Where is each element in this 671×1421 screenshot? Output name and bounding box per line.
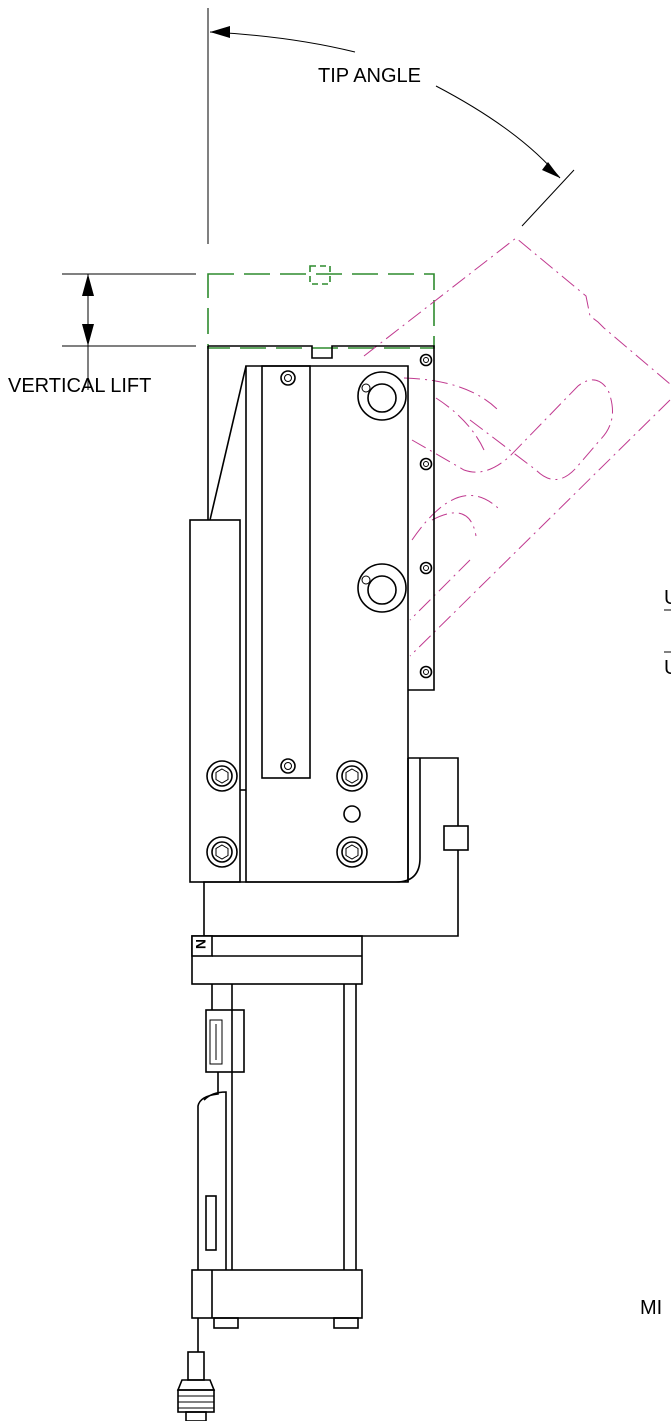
connector-flare <box>176 1379 216 1391</box>
connector-tip <box>185 1411 207 1421</box>
side-block <box>189 519 241 883</box>
tipped-slot-curve <box>411 379 613 480</box>
tip-angle-dimension: TIP ANGLE <box>207 8 575 244</box>
hex-socket-screw-icon <box>206 836 238 868</box>
tipped-slot-upper-a <box>403 377 501 413</box>
foot-right <box>333 1317 359 1329</box>
cable-run <box>197 1072 219 1270</box>
connector-body <box>177 1389 215 1413</box>
edge-screws <box>419 353 433 679</box>
tilted-reference-line <box>521 169 575 227</box>
lifted-tab-outline <box>309 265 331 285</box>
tip-angle-arc-left <box>209 31 356 53</box>
lifted-position-outline <box>207 265 435 349</box>
switch-block <box>205 1009 245 1073</box>
tip-angle-arc-right <box>435 85 561 179</box>
switch-face <box>209 1019 223 1065</box>
upper-clamp <box>191 935 363 985</box>
pivot-knob-upper <box>357 371 407 421</box>
connector-strain-relief <box>187 1351 205 1381</box>
screw-icon <box>284 374 292 382</box>
foot-left <box>213 1317 239 1329</box>
dowel-hole <box>343 805 361 823</box>
lift-arrowhead-down <box>82 324 94 346</box>
screw-icon <box>280 758 296 774</box>
clipped-note-bottom: MI <box>640 1297 662 1319</box>
sensor-block <box>443 825 469 851</box>
hex-socket-screw-icon <box>206 760 238 792</box>
tipped-slot-upper-b <box>435 397 485 451</box>
tip-angle-arrowhead-right <box>542 162 560 178</box>
cable-clip <box>205 1195 217 1251</box>
clipped-note-upper: U <box>664 587 671 609</box>
n-marker-glyph: N <box>193 939 209 949</box>
clipped-note-lower: U <box>664 657 671 679</box>
tip-angle-arrowhead-left <box>210 26 230 38</box>
tip-plate-bevel <box>209 365 247 521</box>
hex-socket-screw-icon <box>336 836 368 868</box>
tipped-plate-inner-edge <box>409 559 471 621</box>
lift-column: N <box>191 935 363 1329</box>
screw-icon <box>280 370 296 386</box>
n-marker <box>191 935 213 957</box>
tip-plate <box>245 365 409 883</box>
tipped-plate-right-edge <box>409 399 671 657</box>
cable-guard <box>203 1091 227 1270</box>
pivot-knob-lower <box>357 563 407 613</box>
base-plate-top-edge <box>208 345 435 691</box>
hex-socket-screw-icon <box>336 760 368 792</box>
tip-angle-label: TIP ANGLE <box>318 65 421 87</box>
tip-plate-assembly <box>189 345 435 883</box>
tipped-position-outline <box>363 237 671 657</box>
tipped-plate-top-edge <box>363 237 671 385</box>
bracket-body <box>203 757 459 937</box>
clipped-right-notes: U U MI <box>640 587 671 1319</box>
vertical-lift-label: VERTICAL LIFT <box>8 375 151 397</box>
l-bracket <box>203 757 469 937</box>
tipped-slot-lower-b <box>431 512 477 537</box>
lifted-plate-outline <box>207 273 435 349</box>
vertical-lift-dimension: VERTICAL LIFT <box>8 273 196 397</box>
slot-bar <box>261 365 311 779</box>
lower-clamp <box>191 1269 363 1319</box>
cable-connector <box>176 1318 216 1421</box>
screw-icon <box>284 762 292 770</box>
tipped-slot-lower-a <box>411 495 501 541</box>
lift-arrowhead-up <box>82 274 94 296</box>
